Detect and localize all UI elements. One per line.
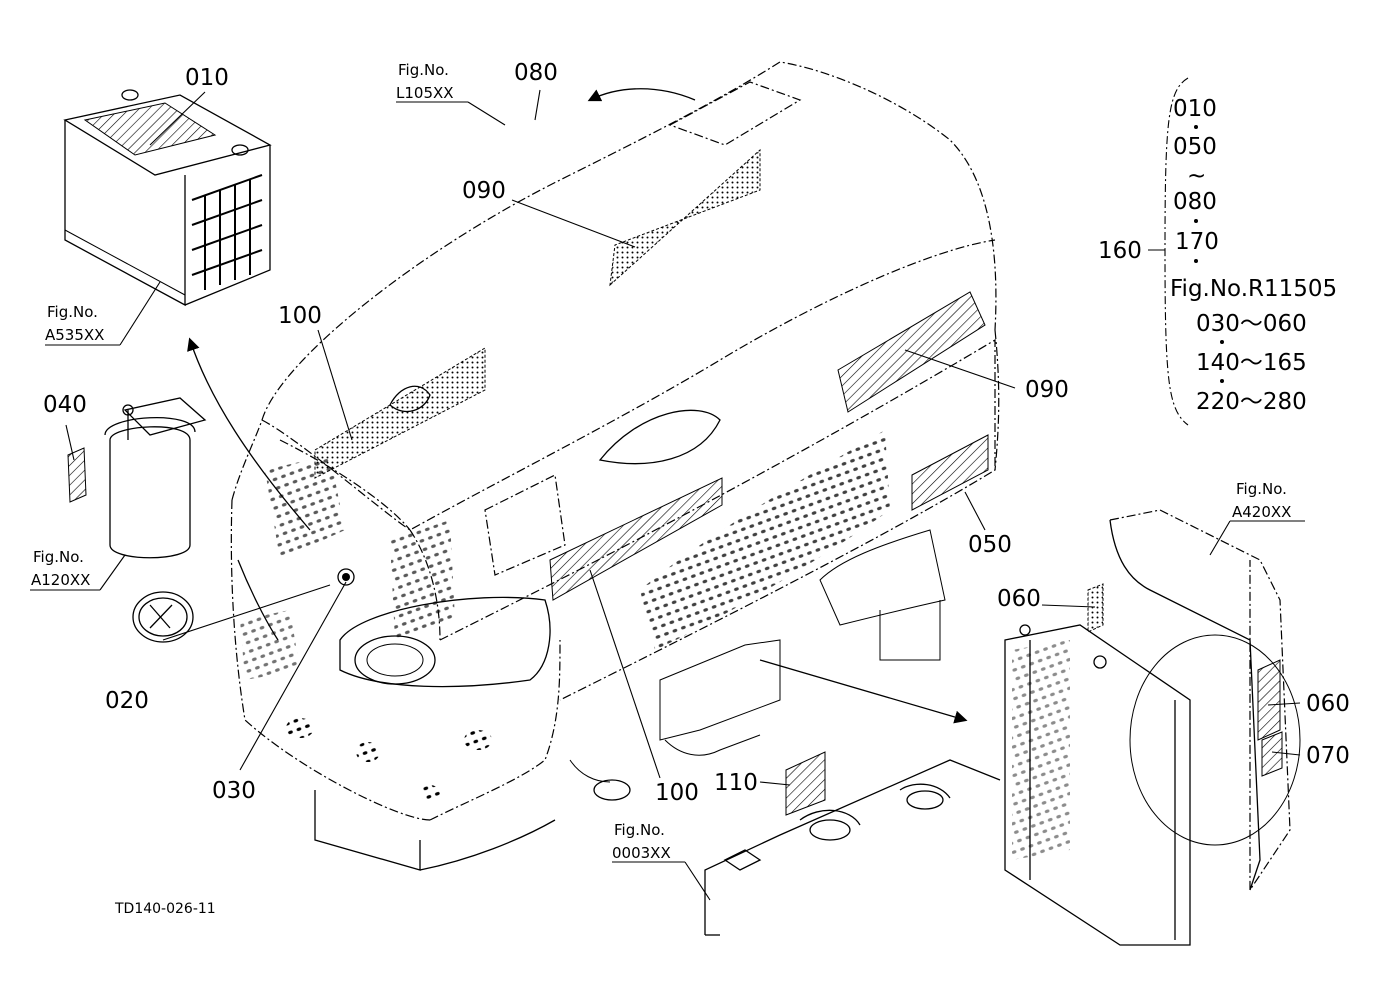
battery-illustration <box>63 89 272 307</box>
callout-090-top: 090 <box>462 178 506 204</box>
fig-ref-hood-number: L105XX <box>396 84 454 102</box>
set-list-dot <box>1194 125 1198 129</box>
decal-100-side <box>549 477 723 601</box>
callout-030: 030 <box>212 778 256 804</box>
callout-100-hood: 100 <box>278 303 322 329</box>
callout-labels: 010 020 030 040 050 060 060 070 080 090 … <box>43 60 1350 806</box>
callout-080: 080 <box>514 60 558 86</box>
decal-100-hood <box>314 347 486 479</box>
set-list-item: Fig.No.R11505 <box>1170 276 1337 302</box>
set-list-item: 010 <box>1173 96 1217 122</box>
direction-arrows <box>187 88 968 724</box>
diagram-code: TD140-026-11 <box>114 901 216 917</box>
fig-ref-battery-label: Fig.No. <box>47 303 98 321</box>
fig-ref-radiator-number: A420XX <box>1232 503 1291 521</box>
hood-decals <box>314 148 989 816</box>
set-list-dot <box>1194 219 1198 223</box>
fig-ref-battery-number: A535XX <box>45 326 104 344</box>
decal-050 <box>911 434 989 511</box>
set-list: 010 050 ~ 080 170 Fig.No.R11505 030～060 … <box>1170 96 1337 415</box>
callout-010: 010 <box>185 65 229 91</box>
decal-110 <box>785 751 826 816</box>
fig-ref-filter-number: A120XX <box>31 571 90 589</box>
decal-090-top <box>609 148 761 287</box>
set-list-item: 170 <box>1175 229 1219 255</box>
callout-160: 160 <box>1098 238 1142 264</box>
callout-100-side: 100 <box>655 780 699 806</box>
set-list-item: 050 <box>1173 134 1217 160</box>
fig-ref-radiator-label: Fig.No. <box>1236 480 1287 498</box>
callout-020: 020 <box>105 688 149 714</box>
set-list-dot <box>1220 340 1224 344</box>
callout-110: 110 <box>714 770 758 796</box>
set-list-item: ~ <box>1187 163 1206 189</box>
hood-illustration <box>230 61 1000 871</box>
callout-040: 040 <box>43 392 87 418</box>
emblem-illustration <box>132 591 194 643</box>
callout-050: 050 <box>968 532 1012 558</box>
set-list-dot <box>1194 259 1198 263</box>
fig-ref-hood-label: Fig.No. <box>398 61 449 79</box>
leader-lines <box>30 77 1305 901</box>
figure-references: Fig.No. A535XX Fig.No. A120XX Fig.No. L1… <box>31 61 1291 862</box>
fig-ref-frame-number: 0003XX <box>612 844 671 862</box>
callout-060-right: 060 <box>1306 691 1350 717</box>
fig-ref-filter-label: Fig.No. <box>33 548 84 566</box>
set-list-dot <box>1220 379 1224 383</box>
callout-070: 070 <box>1306 743 1350 769</box>
callout-060-left: 060 <box>997 586 1041 612</box>
set-list-item: 140～165 <box>1196 350 1307 376</box>
callout-090-side: 090 <box>1025 377 1069 403</box>
set-list-item: 030～060 <box>1196 311 1307 337</box>
set-list-item: 220～280 <box>1196 389 1307 415</box>
fuel-filter-illustration <box>67 397 207 559</box>
set-list-item: 080 <box>1173 189 1217 215</box>
radiator-illustration <box>1004 509 1301 946</box>
fig-ref-frame-label: Fig.No. <box>614 821 665 839</box>
